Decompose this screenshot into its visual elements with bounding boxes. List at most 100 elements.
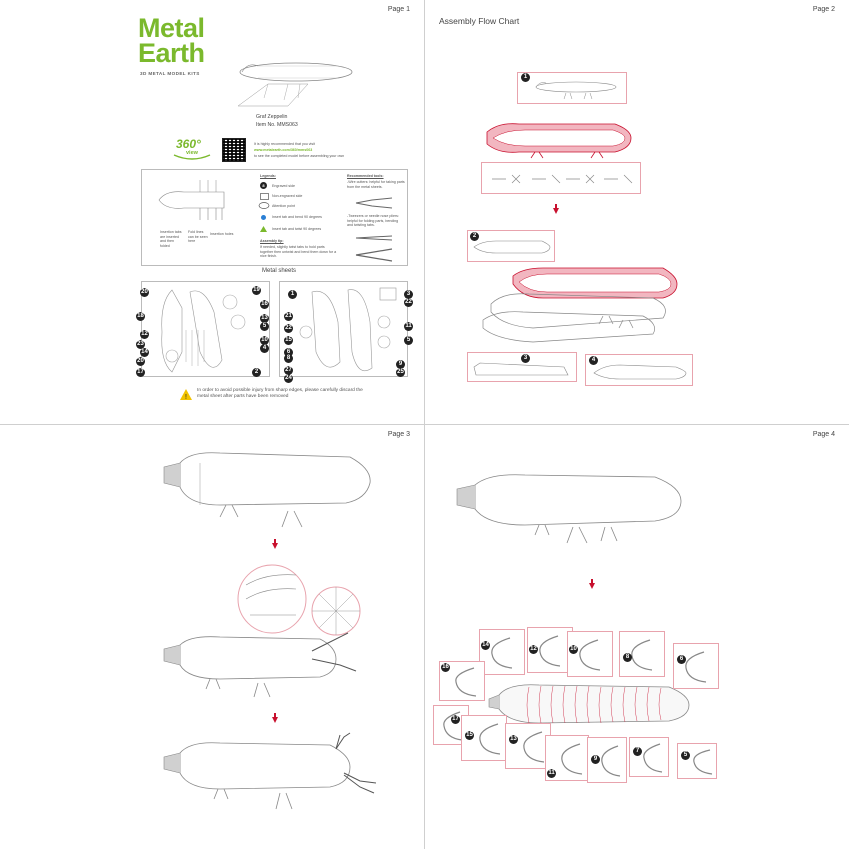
- step-2-box: [467, 230, 555, 262]
- metal-sheet-left: 20 18 12 23 14 20 17 19 16 13 5 10 4 2: [136, 281, 270, 377]
- ring-part-box: [629, 737, 669, 777]
- flow-arrow-down: [553, 204, 559, 214]
- page-label: Page 1: [387, 6, 410, 13]
- sheet-part-number: 22: [404, 298, 413, 307]
- qr-text-1: It is highly recommended that you visit: [254, 142, 315, 146]
- horizontal-divider: [0, 424, 849, 425]
- page-4: Page 4 14 12 10 8 6 16: [425, 425, 849, 849]
- legend-insertion-holes: Insertion holes: [210, 232, 234, 236]
- page-3: Page 3: [0, 425, 424, 849]
- qr-code[interactable]: [222, 138, 246, 162]
- engraved-side-icon: 8: [260, 182, 267, 189]
- tagline: 3D METAL MODEL KITS: [140, 71, 200, 76]
- legend-fold-lines: Fold lines can be seen here: [188, 230, 208, 244]
- qr-url-link[interactable]: www.metalearth.com/360/mms063: [254, 148, 313, 152]
- legend-insert-bend: Insert tab and bend 90 degrees: [272, 215, 322, 219]
- ring-number: 8: [623, 653, 632, 662]
- attention-point-icon: [258, 202, 270, 209]
- ring-part-box: [439, 661, 485, 701]
- flow-arrow-down: [272, 713, 278, 723]
- step-number: 4: [589, 356, 598, 365]
- wire-cutter-icon: [355, 197, 393, 209]
- badge-view-text: view: [186, 150, 198, 156]
- ring-part-icon: [455, 667, 477, 697]
- badge-360[interactable]: 360° view: [172, 137, 212, 161]
- sheet-part-number: 20: [136, 357, 145, 366]
- assembly-tip-title: Assembly tip:: [260, 239, 284, 243]
- ring-part-icon: [685, 651, 707, 683]
- page-label: Page 3: [387, 431, 410, 438]
- sheet-part-number: 4: [260, 344, 269, 353]
- step-number: 3: [521, 354, 530, 363]
- sheet-part-number: 25: [396, 368, 405, 377]
- legends-title: Legends:: [260, 174, 276, 178]
- sheet-part-number: 12: [140, 330, 149, 339]
- badge-360-text: 360°: [176, 137, 201, 151]
- metal-sheets-title: Metal sheets: [262, 268, 297, 274]
- step-number: 1: [521, 73, 530, 82]
- ring-part-box: [479, 629, 525, 675]
- bend-90-dot-icon: [261, 215, 266, 220]
- qr-text-2: to see the completed model before assemb…: [254, 154, 345, 158]
- zeppelin-frame-assembly: [482, 267, 678, 343]
- step-4-box: [585, 354, 693, 386]
- ring-part-icon: [631, 639, 653, 671]
- ring-number: 11: [547, 769, 556, 778]
- sheet-part-number: 27: [284, 366, 293, 375]
- ring-part-box: [505, 723, 551, 769]
- page-label: Page 4: [812, 431, 835, 438]
- flow-chart-title: Assembly Flow Chart: [439, 16, 520, 26]
- tab-folding-sequence: [492, 174, 633, 184]
- sheet-part-number: 10: [260, 336, 269, 345]
- step-3-diagram: [473, 362, 569, 376]
- ring-number: 6: [677, 655, 686, 664]
- ring-part-icon: [479, 723, 501, 755]
- ring-part-icon: [579, 639, 601, 671]
- zeppelin-completed-hull: [456, 474, 682, 544]
- warning-triangle-icon: !: [180, 389, 192, 401]
- non-engraved-side-icon: [260, 193, 269, 200]
- step-1-sub-box: [481, 162, 641, 194]
- sheet-part-number: 5: [260, 322, 269, 331]
- detail-circle-zoom: [237, 564, 361, 636]
- sheet-right-parts: [299, 287, 397, 372]
- sheet-part-number: 11: [404, 322, 413, 331]
- sheet-left-parts: [161, 289, 246, 373]
- flow-arrow-down: [272, 539, 278, 549]
- zeppelin-step-b: [163, 632, 357, 698]
- sheet-part-number: 22: [284, 324, 293, 333]
- recommended-tools-title: Recommended tools:: [347, 174, 384, 178]
- ring-part-box: [677, 743, 717, 779]
- ring-number: 16: [441, 663, 450, 672]
- sheet-part-number: 13: [260, 314, 269, 323]
- ring-part-icon: [643, 743, 663, 773]
- sheet-part-number: 5: [404, 336, 413, 345]
- sheet-part-number: 17: [136, 368, 145, 377]
- legend-insert-twist: Insert tab and twist 90 degrees: [272, 227, 322, 231]
- page-1: Page 1 Metal Earth 3D METAL MODEL KITS G…: [0, 0, 424, 424]
- ring-number: 14: [481, 641, 490, 650]
- metal-earth-logo: Metal Earth: [138, 15, 205, 67]
- zeppelin-step-a: [163, 452, 371, 528]
- legend-box: Insertion tabs are inserted and then fol…: [141, 169, 408, 266]
- sheet-part-number: 8: [284, 354, 293, 363]
- ring-number: 17: [451, 715, 460, 724]
- step-2-diagram: [473, 240, 551, 254]
- sheet-part-number: 15: [284, 336, 293, 345]
- warning-text: In order to avoid possible injury from s…: [197, 388, 363, 399]
- ring-part-icon: [539, 635, 561, 667]
- ring-part-icon: [523, 731, 545, 763]
- page-label: Page 2: [812, 6, 835, 13]
- zeppelin-step-c: [163, 732, 377, 810]
- legend-non-engraved-side: Non-engraved side: [272, 194, 303, 198]
- sheet-part-number: 3: [404, 290, 413, 299]
- zeppelin-hull-highlight: [486, 123, 632, 159]
- ring-part-icon: [693, 749, 713, 775]
- step-4-diagram: [593, 364, 687, 380]
- step-number: 2: [470, 232, 479, 241]
- legend-attention-point: Attention point: [272, 204, 295, 208]
- sheet-part-number: 21: [284, 312, 293, 321]
- page-2: Page 2 Assembly Flow Chart 1 2: [425, 0, 849, 424]
- legend-engraved-side: Engraved side: [272, 184, 295, 188]
- sheet-part-number: 6: [284, 348, 293, 357]
